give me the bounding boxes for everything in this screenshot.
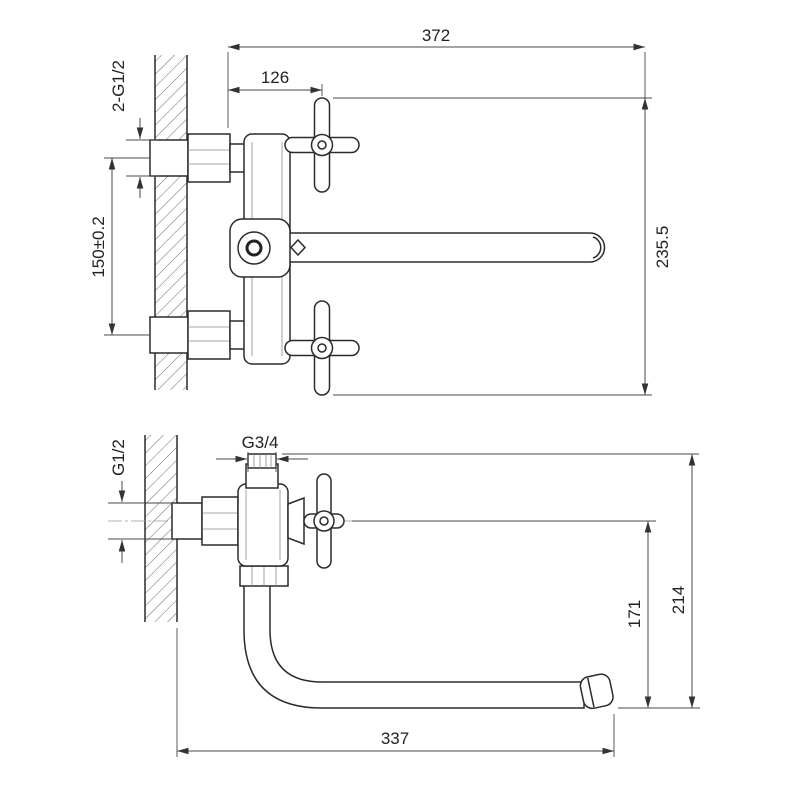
top-outlet-valve — [245, 453, 279, 489]
inlet-connector-side — [171, 496, 239, 546]
cross-handle-side — [287, 473, 345, 569]
label-top-outlet-thread: G3/4 — [216, 433, 308, 472]
cross-handle-bottom — [284, 300, 360, 396]
spout-front — [287, 232, 606, 263]
faucet-body-side — [237, 483, 289, 567]
dim-171-text: 171 — [625, 600, 644, 628]
spout-outlet-tip — [579, 673, 614, 710]
inlet-connector-bottom — [149, 310, 247, 360]
inlet-connector-top — [149, 133, 247, 183]
label-inlet-threads: 2-G1/2 — [109, 60, 158, 198]
dim-126: 126 — [228, 68, 323, 96]
label-inlet-thread-side: G1/2 — [108, 439, 176, 563]
front-view: 372 126 2-G1/2 150±0.2 235.5 — [89, 26, 672, 396]
dim-372: 372 — [227, 26, 646, 128]
dim-171: 171 — [352, 520, 700, 709]
label-g12-text: G1/2 — [109, 439, 128, 476]
label-g34-text: G3/4 — [242, 433, 279, 452]
dim-235-5-text: 235.5 — [653, 226, 672, 269]
dim-337-text: 337 — [381, 729, 409, 748]
dim-150: 150±0.2 — [89, 157, 150, 336]
center-housing — [229, 218, 291, 278]
dim-337: 337 — [176, 628, 615, 757]
dim-126-text: 126 — [261, 68, 289, 87]
swivel-nut — [239, 565, 289, 587]
label-2-g12-text: 2-G1/2 — [109, 60, 128, 112]
side-view: G3/4 G1/2 171 214 337 — [108, 433, 700, 757]
dim-150-text: 150±0.2 — [89, 216, 108, 277]
dim-372-text: 372 — [422, 26, 450, 45]
spout-side — [243, 583, 614, 710]
dim-235-5: 235.5 — [333, 97, 672, 396]
diverter-knob — [289, 238, 307, 257]
cross-handle-top — [284, 97, 360, 193]
dim-214-text: 214 — [669, 586, 688, 614]
dim-214: 214 — [282, 453, 699, 708]
